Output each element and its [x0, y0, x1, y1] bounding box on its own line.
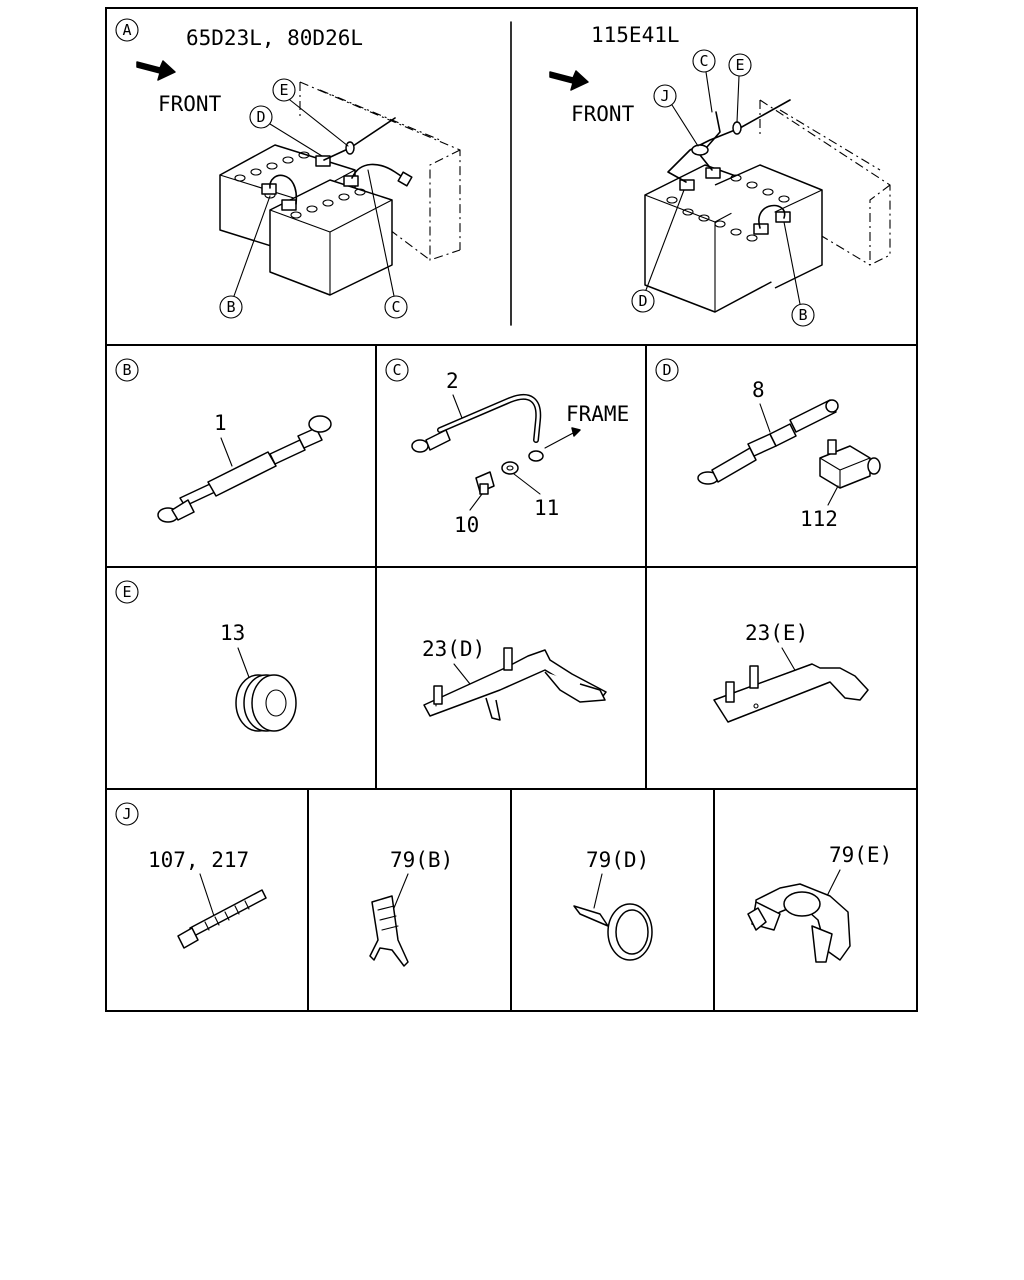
callout-e-left: E: [272, 78, 349, 147]
right-battery-title: 115E41L: [591, 23, 680, 47]
svg-text:J: J: [660, 87, 669, 105]
panel-e-grommet: E 13: [115, 580, 297, 732]
svg-text:E: E: [735, 56, 744, 74]
callout-c-left: C: [367, 169, 408, 319]
front-arrow-icon: [549, 70, 589, 91]
svg-text:B: B: [798, 306, 807, 324]
positive-cable-part: [697, 399, 839, 485]
panel-j-cable-tie: J 107, 217: [115, 802, 267, 949]
left-battery-title: 65D23L, 80D26L: [186, 26, 363, 50]
part-11-label: 11: [534, 496, 559, 520]
svg-text:C: C: [391, 298, 400, 316]
bracket-d-part: [423, 647, 607, 721]
svg-text:B: B: [122, 361, 131, 379]
svg-text:B: B: [226, 298, 235, 316]
callout-b-left: B: [219, 195, 271, 319]
panel-bracket-23e: 23(E): [713, 621, 869, 723]
bolt-part: [475, 471, 495, 495]
callout-c-right: C: [692, 49, 716, 113]
svg-text:D: D: [662, 361, 671, 379]
callout-b-right: B: [783, 221, 815, 327]
part-79e-label: 79(E): [829, 843, 892, 867]
cable-tie-part: [177, 889, 267, 949]
callout-d-marker: D: [655, 358, 679, 382]
svg-text:D: D: [638, 292, 647, 310]
jumper-cable-part: [157, 415, 332, 523]
panel-d-positive-cable: D 8 112: [655, 358, 881, 531]
panel-clip-79e: 79(E): [747, 843, 892, 963]
part-10-label: 10: [454, 513, 479, 537]
panel-a-id: A: [122, 21, 131, 39]
callout-b-marker: B: [115, 358, 139, 382]
callout-d-left: D: [249, 105, 323, 157]
callout-e-right: E: [728, 53, 752, 123]
svg-text:C: C: [699, 52, 708, 70]
part-8-label: 8: [752, 378, 765, 402]
panel-c-ground-cable: C 2 FRAME 10 11: [385, 358, 629, 537]
right-battery-installation: C E J D B: [631, 49, 891, 327]
clip-e-part: [747, 883, 851, 963]
svg-text:E: E: [122, 583, 131, 601]
svg-text:E: E: [279, 81, 288, 99]
part-2-label: 2: [446, 369, 459, 393]
panel-b-battery-jumper: B 1: [115, 358, 332, 523]
frame-label: FRAME: [566, 402, 629, 426]
clip-d-part: [573, 903, 653, 961]
callout-d-right: D: [631, 189, 685, 313]
callout-c-marker: C: [385, 358, 409, 382]
front-label-left: FRONT: [158, 92, 222, 116]
grommet-part: [235, 674, 297, 732]
part-1-label: 1: [214, 411, 227, 435]
callout-e-marker: E: [115, 580, 139, 604]
diagram-frame: [105, 7, 918, 1012]
bracket-e-part: [713, 663, 869, 723]
panel-clip-79b: 79(B): [369, 848, 453, 967]
callout-a-marker: A: [115, 18, 139, 42]
callout-j-marker: J: [115, 802, 139, 826]
part-23d-label: 23(D): [422, 637, 485, 661]
front-label-right: FRONT: [571, 102, 635, 126]
part-79b-label: 79(B): [390, 848, 453, 872]
svg-text:D: D: [256, 108, 265, 126]
clip-b-part: [369, 895, 409, 967]
front-arrow-icon: [136, 60, 176, 81]
panel-clip-79d: 79(D): [573, 848, 653, 961]
panel-a-overview: A 65D23L, 80D26L 115E41L FRONT FRONT: [115, 18, 891, 327]
left-battery-installation: E D B C: [219, 78, 461, 319]
callout-j-right: J: [653, 84, 699, 147]
part-112-label: 112: [800, 507, 838, 531]
svg-text:J: J: [122, 805, 131, 823]
part-23e-label: 23(E): [745, 621, 808, 645]
part-107-217-label: 107, 217: [148, 848, 249, 872]
part-13-label: 13: [220, 621, 245, 645]
terminal-clamp-part: [819, 439, 881, 489]
panel-bracket-23d: 23(D): [422, 637, 607, 721]
ground-cable-part: [411, 393, 581, 462]
svg-text:C: C: [392, 361, 401, 379]
washer-part: [501, 461, 519, 475]
part-79d-label: 79(D): [586, 848, 649, 872]
